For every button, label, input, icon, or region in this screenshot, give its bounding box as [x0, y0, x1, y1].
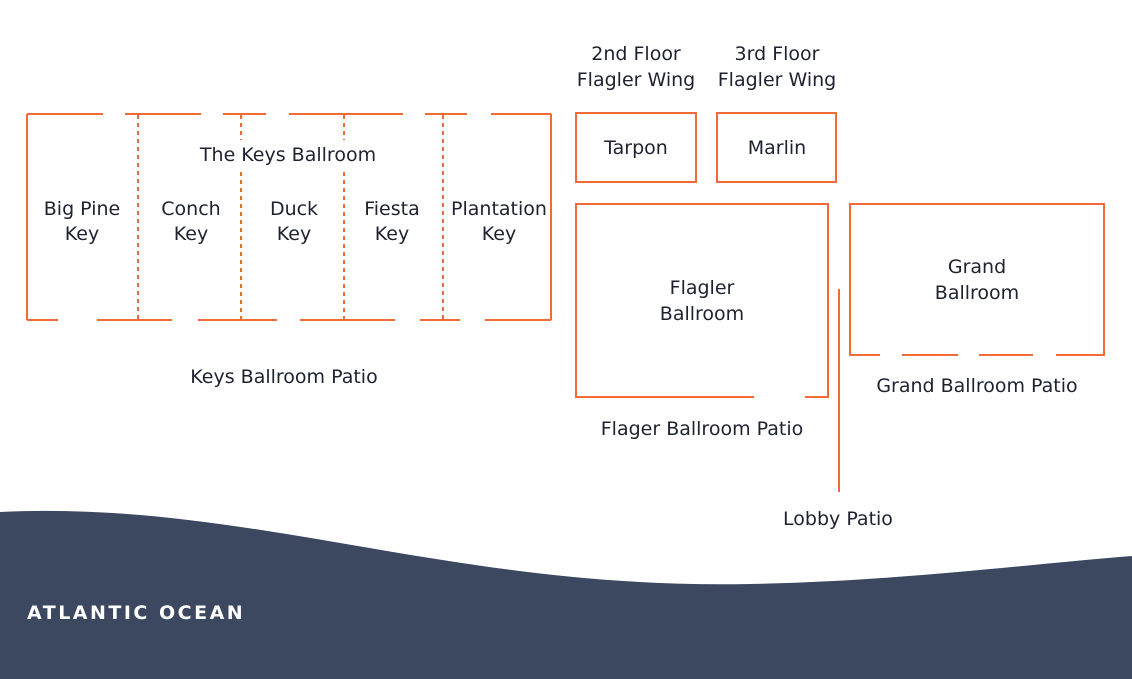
- keys-patio-label[interactable]: Keys Ballroom Patio: [190, 366, 377, 388]
- svg-text:Key: Key: [174, 223, 208, 245]
- svg-text:3rd Floor: 3rd Floor: [735, 43, 820, 65]
- room-grand-ballroom[interactable]: Grand Ballroom: [849, 203, 1105, 356]
- svg-text:Marlin: Marlin: [748, 137, 806, 159]
- grand-patio-label[interactable]: Grand Ballroom Patio: [876, 375, 1077, 397]
- room-fiesta-key[interactable]: Fiesta Key: [364, 198, 420, 245]
- room-marlin[interactable]: Marlin: [716, 112, 837, 183]
- ocean-label: ATLANTIC OCEAN: [27, 602, 245, 624]
- third-floor-heading: 3rd Floor Flagler Wing: [718, 43, 836, 91]
- svg-text:Grand: Grand: [948, 256, 1006, 278]
- svg-text:Flagler: Flagler: [670, 277, 735, 299]
- svg-text:2nd Floor: 2nd Floor: [591, 43, 681, 65]
- room-big-pine-key[interactable]: Big Pine Key: [44, 198, 120, 245]
- svg-text:Flagler Wing: Flagler Wing: [718, 69, 836, 91]
- room-duck-key[interactable]: Duck Key: [270, 198, 318, 245]
- room-tarpon[interactable]: Tarpon: [575, 112, 697, 183]
- flagler-patio-label[interactable]: Flager Ballroom Patio: [601, 418, 803, 440]
- keys-ballroom-walls: [26, 113, 552, 321]
- room-flagler-ballroom[interactable]: Flagler Ballroom: [575, 203, 829, 398]
- second-floor-heading: 2nd Floor Flagler Wing: [577, 43, 695, 91]
- svg-text:Ballroom: Ballroom: [935, 282, 1019, 304]
- svg-text:Conch: Conch: [161, 198, 220, 220]
- svg-text:Key: Key: [277, 223, 311, 245]
- svg-text:Key: Key: [65, 223, 99, 245]
- svg-text:Flagler Wing: Flagler Wing: [577, 69, 695, 91]
- ocean-wave: [0, 510, 1132, 679]
- svg-text:Big Pine: Big Pine: [44, 198, 120, 220]
- svg-text:Duck: Duck: [270, 198, 318, 220]
- svg-text:Key: Key: [482, 223, 516, 245]
- room-conch-key[interactable]: Conch Key: [161, 198, 220, 245]
- svg-text:Ballroom: Ballroom: [660, 303, 744, 325]
- svg-text:Tarpon: Tarpon: [603, 137, 668, 159]
- keys-ballroom-label: The Keys Ballroom: [199, 144, 376, 166]
- svg-text:Fiesta: Fiesta: [364, 198, 420, 220]
- svg-text:Plantation: Plantation: [451, 198, 547, 220]
- room-plantation-key[interactable]: Plantation Key: [451, 198, 547, 245]
- lobby-patio-label[interactable]: Lobby Patio: [783, 508, 893, 530]
- keys-room-dividers: [137, 115, 444, 320]
- svg-text:Key: Key: [375, 223, 409, 245]
